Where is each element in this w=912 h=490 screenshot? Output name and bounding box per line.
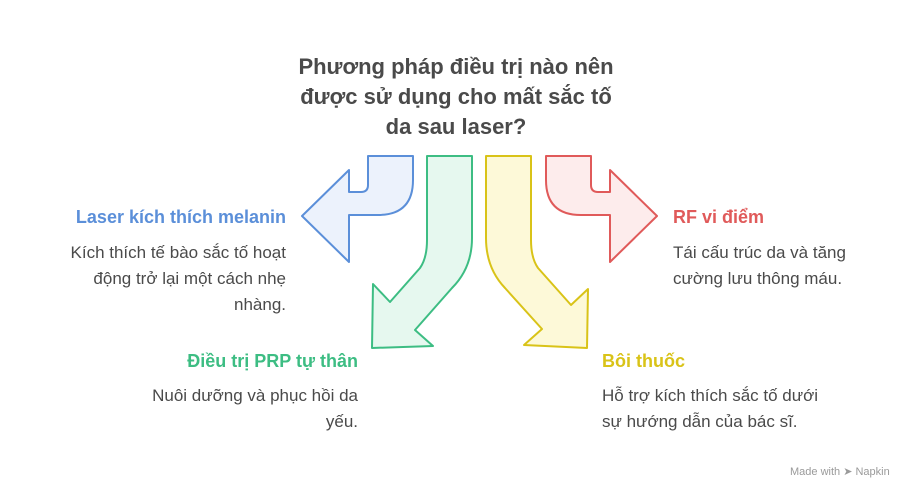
title-line-2: được sử dụng cho mất sắc tố — [300, 84, 612, 109]
laser-desc-line-1: Kích thích tế bào sắc tố hoạt — [70, 243, 286, 262]
title-line-1: Phương pháp điều trị nào nên — [298, 54, 614, 79]
rf-description: Tái cấu trúc da và tăng cường lưu thông … — [673, 240, 893, 292]
napkin-logo-icon: ➤ — [843, 466, 853, 478]
prp-description: Nuôi dưỡng và phục hồi da yếu. — [100, 383, 358, 435]
topical-desc-line-2: sự hướng dẫn của bác sĩ. — [602, 412, 798, 431]
topical-desc-line-1: Hỗ trợ kích thích sắc tố dưới — [602, 386, 819, 405]
topical-description: Hỗ trợ kích thích sắc tố dưới sự hướng d… — [602, 383, 872, 435]
prp-desc-line-1: Nuôi dưỡng và phục hồi da — [152, 386, 358, 405]
diagram-title: Phương pháp điều trị nào nên được sử dụn… — [256, 52, 656, 142]
made-with-napkin: Made with ➤ Napkin — [790, 465, 890, 478]
made-with-label: Made with — [790, 466, 841, 478]
prp-heading: Điều trị PRP tự thân — [187, 351, 358, 371]
laser-heading: Laser kích thích melanin — [75, 207, 286, 227]
rf-desc-line-2: cường lưu thông máu. — [673, 269, 843, 288]
rf-desc-line-1: Tái cấu trúc da và tăng — [673, 243, 846, 262]
laser-arrow — [301, 155, 414, 263]
laser-desc-line-2: động trở lại một cách nhẹ — [93, 269, 286, 288]
prp-arrow — [371, 155, 473, 349]
topical-heading: Bôi thuốc — [602, 351, 685, 371]
laser-desc-line-3: nhàng. — [234, 295, 286, 314]
rf-arrow — [545, 155, 658, 263]
prp-desc-line-2: yếu. — [325, 412, 358, 431]
napkin-label: Napkin — [855, 466, 890, 478]
topical-arrow — [485, 155, 589, 349]
laser-description: Kích thích tế bào sắc tố hoạt động trở l… — [20, 240, 286, 318]
rf-heading: RF vi điểm — [673, 207, 765, 227]
title-line-3: da sau laser? — [385, 114, 527, 139]
